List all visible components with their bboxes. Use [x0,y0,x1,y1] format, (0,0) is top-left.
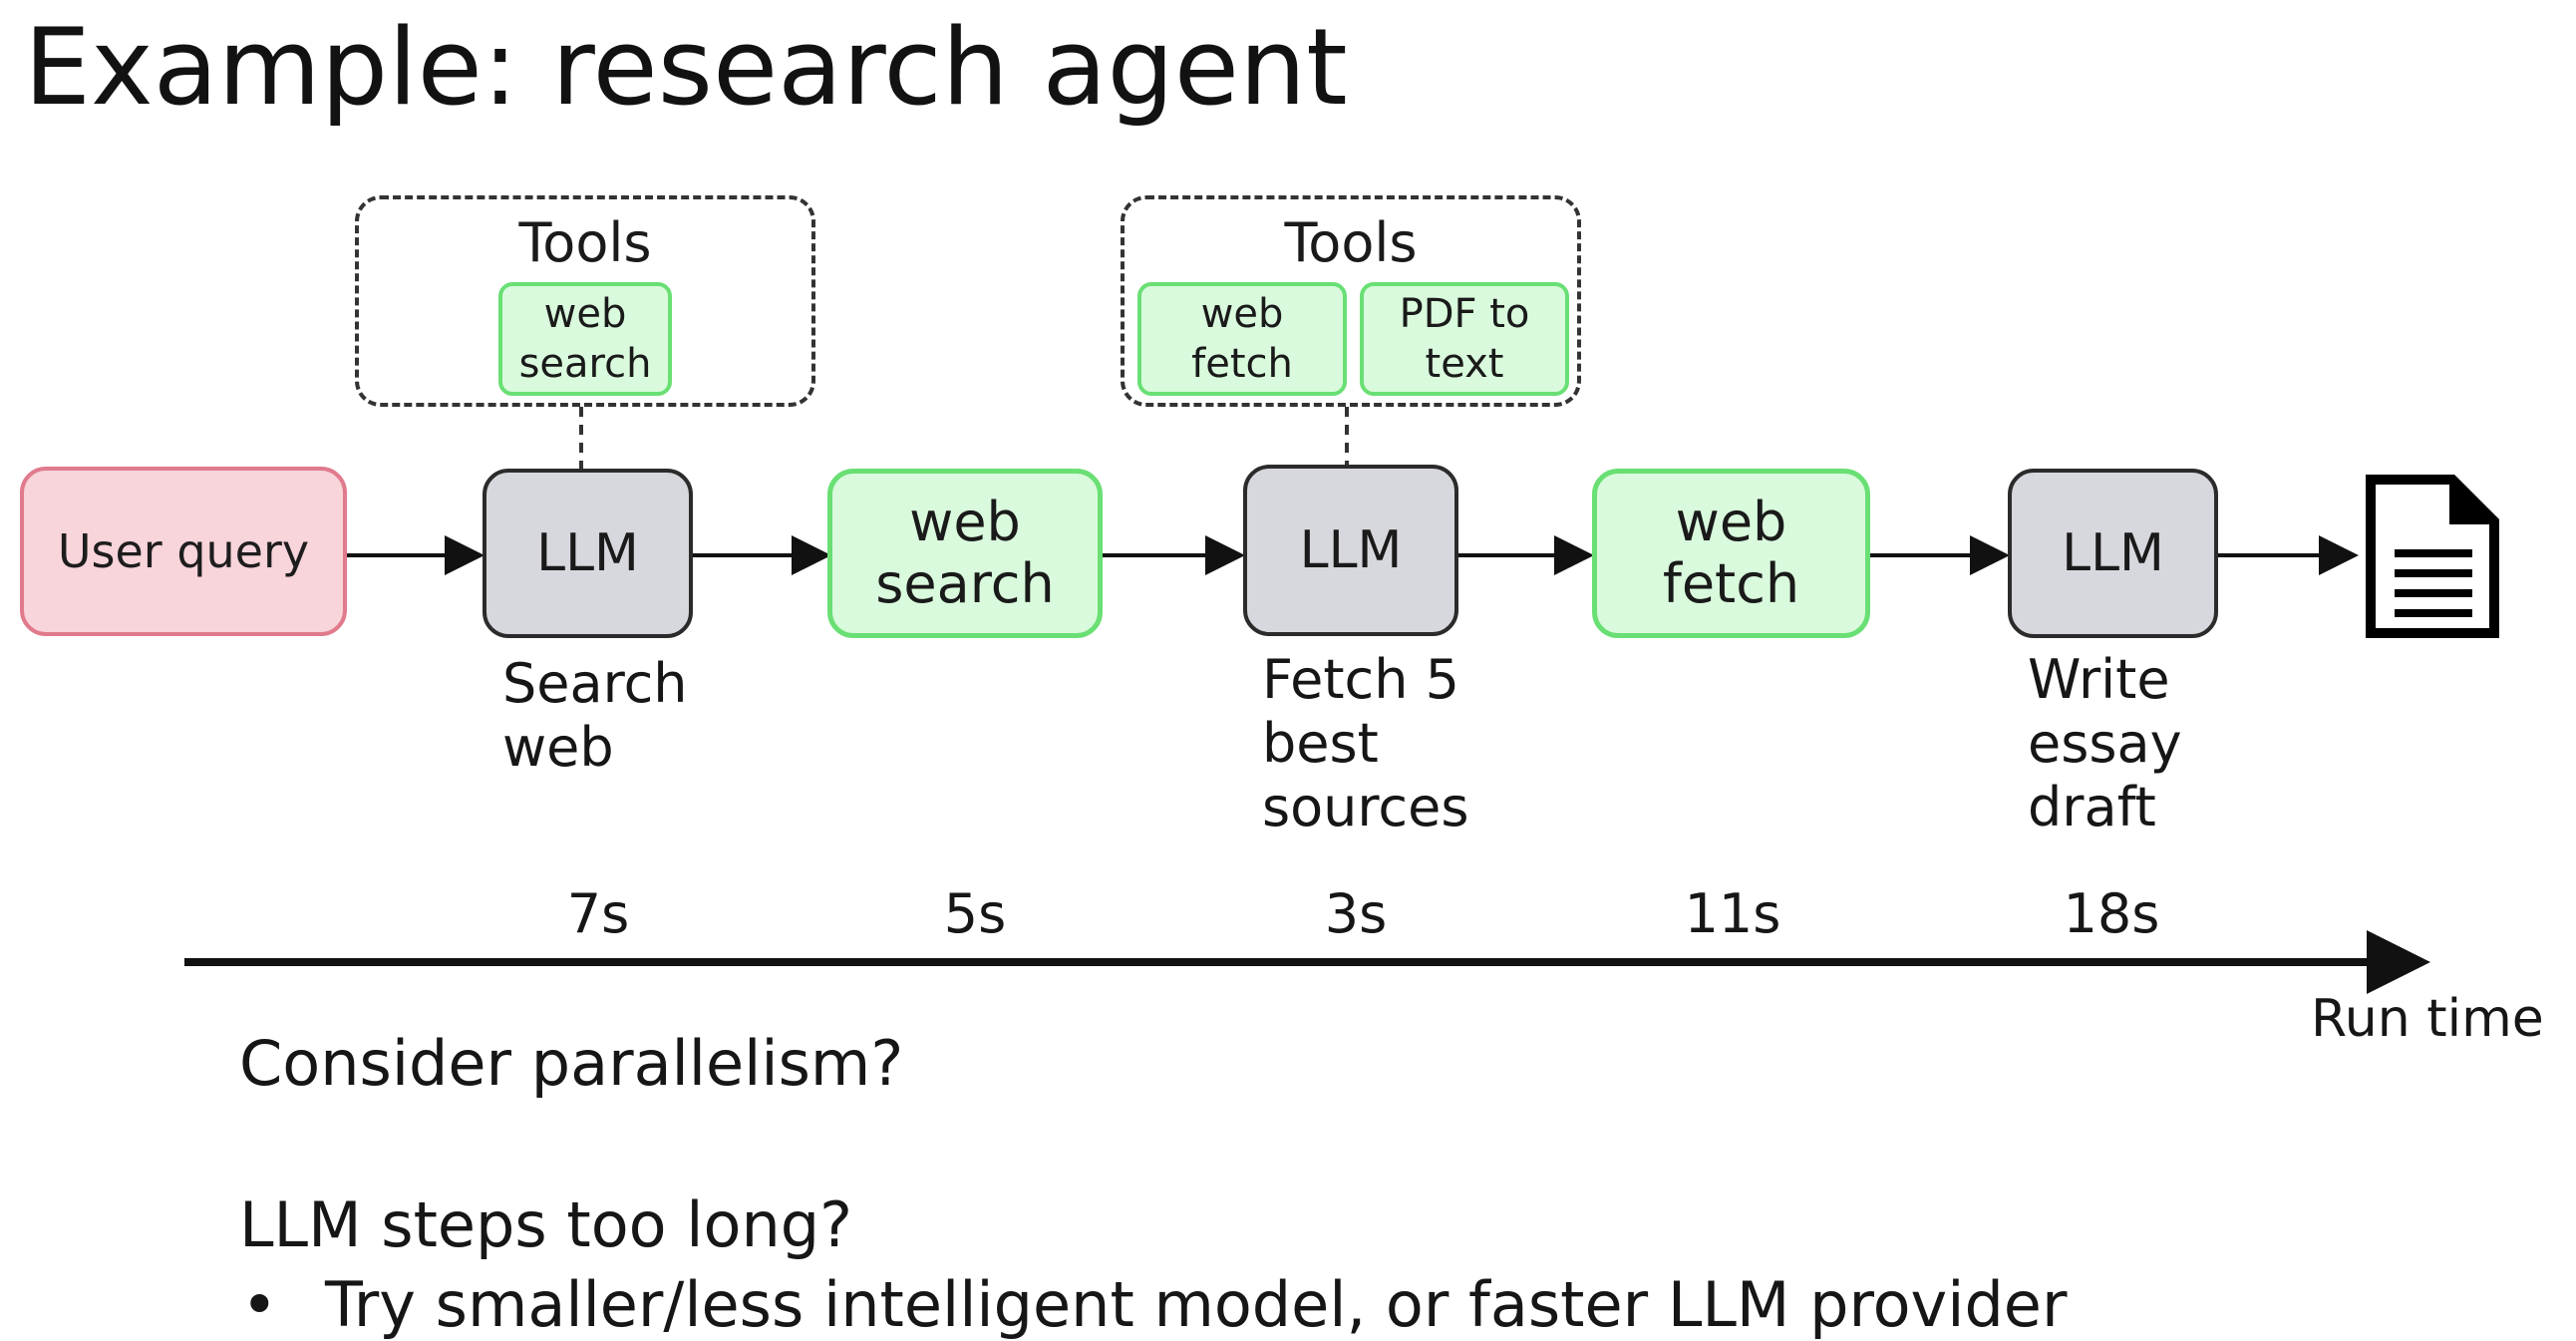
slide-title: Example: research agent [24,6,1348,129]
llm1-caption: Search web [502,652,688,780]
tools-group-1-heading: Tools [518,211,652,274]
tool-web-search-line2: search [518,341,652,387]
note-bullet-text: Try smaller/less intelligent model, or f… [325,1268,2068,1341]
tool-pdf-to-text-line1: PDF to [1399,291,1530,337]
tool-web-fetch-line1: web [1200,291,1284,337]
web-search-line2: search [875,552,1055,615]
web-fetch-line1: web [1675,491,1787,553]
web-fetch-line2: fetch [1662,552,1800,615]
tools-group-1 [355,195,815,407]
duration-web-fetch: 11s [1684,882,1781,945]
tool-web-fetch: web fetch [1137,282,1347,396]
llm-node-2-label: LLM [1299,520,1403,580]
note-bullet-marker: • [241,1268,278,1341]
tool-pdf-to-text-line2: text [1425,341,1504,387]
llm-node-1-label: LLM [536,523,639,583]
llm2-caption-line1: Fetch 5 [1262,648,1459,711]
tool-pdf-to-text: PDF to text [1360,282,1569,396]
llm2-caption: Fetch 5 best sources [1262,648,1468,839]
llm-node-1: LLM [483,469,693,638]
user-query-node: User query [20,467,347,636]
note-parallelism: Consider parallelism? [239,1027,904,1100]
llm-node-2: LLM [1243,465,1458,636]
user-query-label: User query [57,524,310,578]
llm2-caption-line2: best [1262,712,1379,775]
note-llm-steps: LLM steps too long? [239,1188,853,1261]
duration-llm3: 18s [2063,882,2160,945]
run-time-label: Run time [2311,989,2544,1049]
llm3-caption-line2: essay [2028,712,2182,775]
llm3-caption-line1: Write [2028,648,2170,711]
llm1-caption-line2: web [502,716,614,779]
tool-web-fetch-line2: fetch [1191,341,1293,387]
web-search-line1: web [909,491,1021,553]
llm2-caption-line3: sources [1262,776,1469,838]
web-search-node: web search [827,469,1103,638]
tool-web-search: web search [498,282,672,396]
llm1-caption-line1: Search [502,652,688,715]
llm3-caption-line3: draft [2028,776,2156,838]
duration-llm1: 7s [566,882,630,945]
duration-llm2: 3s [1324,882,1388,945]
tools-group-2-heading: Tools [1284,211,1418,274]
llm-node-3: LLM [2008,469,2218,638]
llm3-caption: Write essay draft [2028,648,2182,839]
duration-web-search: 5s [943,882,1007,945]
web-fetch-node: web fetch [1592,469,1870,638]
tool-web-search-line1: web [543,291,627,337]
tools-group-2 [1121,195,1581,407]
document-icon [2365,474,2500,639]
llm-node-3-label: LLM [2062,523,2164,583]
